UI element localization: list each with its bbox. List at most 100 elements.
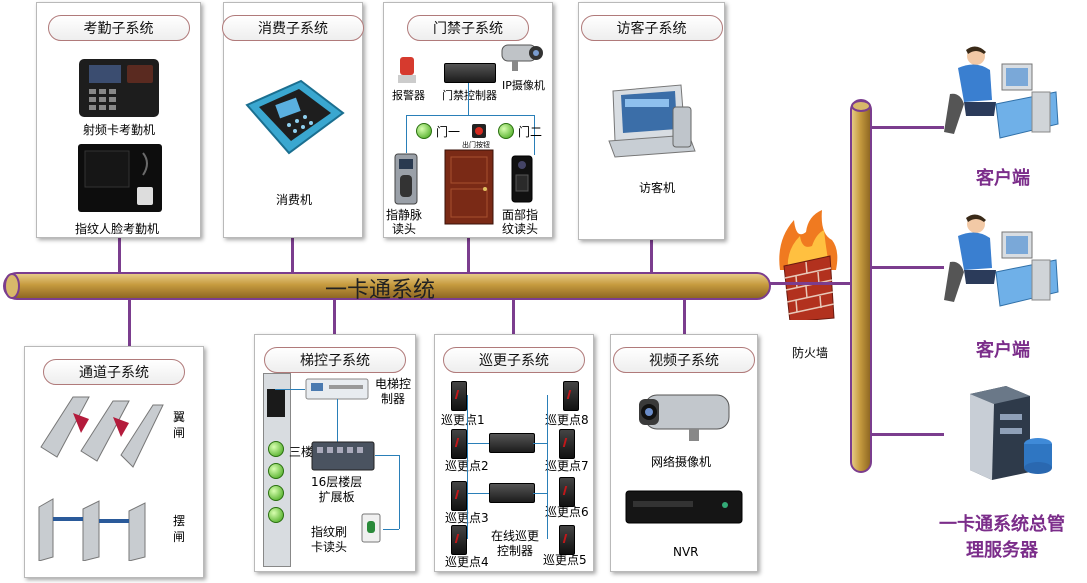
connector-consume [291,238,294,272]
patrol-point-right-7: 巡更点7 [545,459,589,473]
elev-wire-2 [337,399,338,443]
floor-extension-board-label: 16层楼层 扩展板 [311,475,363,504]
connector-channel [128,300,131,346]
pos-machine-label: 消费机 [276,193,313,207]
panel-attendance: 考勤子系统 射频卡考勤机 指纹人脸考勤机 [36,2,201,238]
connector-video [683,300,686,334]
access-wire-ctrl [468,83,469,115]
patrol-point-right-8: 巡更点8 [545,413,589,427]
client-2-label: 客户端 [976,340,1030,361]
fingerprint-reader-label: 指纹刷 卡读头 [311,525,348,554]
panel-elevator: 梯控子系统 电梯控 制器 三楼 16层楼层 扩展板 指纹刷 卡读头 [254,334,416,572]
main-bus-label: 一卡通系统 [325,278,436,303]
ip-camera-label: IP摄像机 [502,79,545,92]
server-icon [970,386,1052,480]
swing-gate-icon [38,498,146,561]
alarm-label: 报警器 [392,89,425,102]
pos-machine-icon [245,79,345,155]
elev-wire-4 [399,455,400,529]
panel-consume: 消费子系统 消费机 [222,2,364,238]
connector-elevator [333,300,336,334]
patrol-point-icon [559,429,575,459]
ip-camera-icon [501,44,543,71]
firewall-label: 防火墙 [792,346,829,360]
server-label: 一卡通系统总管 理服务器 [939,514,1065,561]
door2-label: 门二 [518,125,543,139]
swing-gate-label: 摆 闸 [173,514,186,544]
elevator-controller-icon [305,378,369,400]
connector-firewall [770,282,850,285]
panel-title-access: 门禁子系统 [407,15,529,41]
connector-client-1 [872,126,944,129]
connector-server [872,433,944,436]
network-camera-label: 网络摄像机 [651,455,712,469]
exit-button-label: 出门按钮 [462,141,490,149]
rf-attendance-label: 射频卡考勤机 [83,123,156,137]
firewall-icon [779,210,838,320]
nvr-icon [625,490,743,524]
patrol-point-icon [451,525,467,555]
panel-title-attendance: 考勤子系统 [47,15,190,41]
patrol-wire [533,443,547,444]
vein-reader-icon [394,153,418,205]
floor-button-icon [268,507,284,523]
access-wire-right [534,115,535,155]
elev-wire-3 [375,455,399,456]
connector-visitor [650,240,653,272]
patrol-point-icon [451,429,467,459]
floor-label: 三楼 [289,445,314,459]
panel-visitor: 访客子系统 访客机 [578,2,725,240]
visitor-kiosk-icon [608,84,696,158]
patrol-controller-icon [489,483,535,503]
client-1-label: 客户端 [976,168,1030,189]
panel-title-channel: 通道子系统 [43,359,185,385]
door1-indicator-icon [416,123,432,139]
vein-reader-label: 指静脉 读头 [386,208,423,236]
face-attendance-label: 指纹人脸考勤机 [75,222,160,236]
connector-access [467,238,470,272]
door-icon [444,149,494,225]
access-controller-label: 门禁控制器 [442,89,497,102]
floor-button-icon [268,441,284,457]
nvr-label: NVR [673,545,699,559]
patrol-wire [547,395,548,539]
access-wire-top [406,115,534,116]
panel-title-visitor: 访客子系统 [580,15,723,41]
access-wire-left [406,115,407,153]
fingerprint-reader-icon [361,513,381,543]
door2-indicator-icon [498,123,514,139]
panel-access: 门禁子系统 报警器 门禁控制器 IP摄像机 门一 出门按钮 门二 指静脉 读头 … [383,2,553,238]
patrol-point-icon [451,481,467,511]
patrol-controller-icon [489,433,535,453]
door1-label: 门一 [436,125,461,139]
floor-extension-board-icon [311,441,375,471]
wing-gate-label: 翼 闸 [173,410,186,440]
elevator-controller-label: 电梯控 制器 [375,377,412,406]
panel-channel: 通道子系统 翼 闸 摆 闸 [24,346,204,578]
patrol-point-right-5: 巡更点5 [543,553,587,567]
patrol-wire [467,443,489,444]
access-controller-icon [444,63,496,83]
backbone-pipe [850,99,872,473]
rf-attendance-device-icon [79,59,159,117]
patrol-point-icon [563,381,579,411]
patrol-point-left-3: 巡更点3 [445,509,489,526]
patrol-point-icon [451,381,467,411]
panel-title-consume: 消费子系统 [222,15,364,41]
elev-wire-5 [383,529,399,530]
patrol-point-icon [559,477,575,507]
panel-title-patrol: 巡更子系统 [443,347,585,373]
main-bus-pipe [3,272,771,300]
patrol-point-left-2: 巡更点2 [445,457,489,474]
patrol-point-right-6: 巡更点6 [545,505,589,519]
patrol-wire [467,395,468,539]
elevator-display-icon [267,389,285,417]
face-reader-label: 面部指 纹读头 [502,208,539,236]
patrol-point-left-1: 巡更点1 [441,413,485,427]
floor-button-icon [268,485,284,501]
connector-client-2 [872,266,944,269]
patrol-controller-label: 在线巡更 控制器 [491,529,540,558]
elev-wire-1 [275,389,305,390]
connector-attendance [118,236,121,272]
patrol-point-left-4: 巡更点4 [445,555,489,569]
